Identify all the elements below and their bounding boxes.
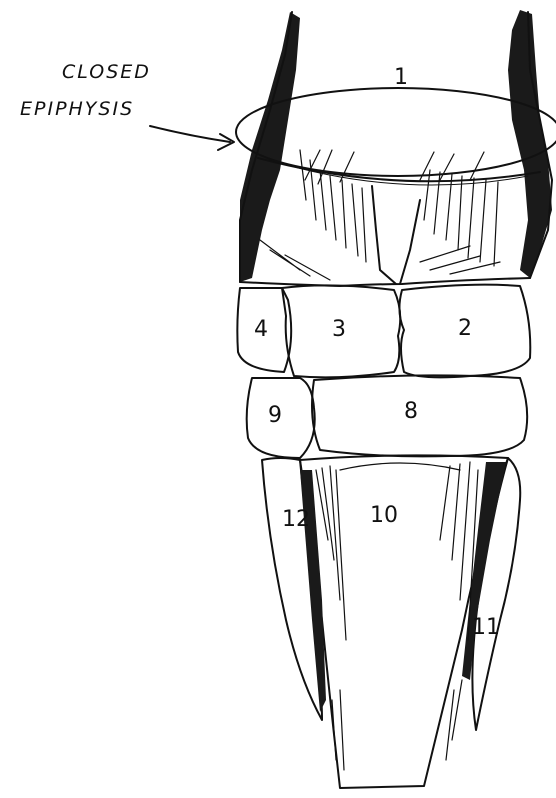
label-bone-11: 11 xyxy=(472,615,500,640)
carpal-bone-8 xyxy=(312,375,527,456)
distal-carpal-row xyxy=(247,375,528,458)
label-bone-10: 10 xyxy=(370,503,398,528)
annotation-arrow-shaft xyxy=(150,126,230,142)
label-bone-8: 8 xyxy=(404,399,418,424)
label-bone-9: 9 xyxy=(268,403,282,428)
label-bone-4: 4 xyxy=(254,317,268,342)
annotation-line1: CLOSED xyxy=(62,61,151,83)
epiphyseal-line xyxy=(258,158,540,181)
radius-shaft xyxy=(236,10,556,286)
radius-groove-right xyxy=(400,200,420,284)
label-bone-12: 12 xyxy=(282,507,310,532)
proximal-carpal-row xyxy=(237,285,530,378)
label-bone-2: 2 xyxy=(458,316,472,341)
radius-groove xyxy=(372,186,396,284)
label-bone-3: 3 xyxy=(332,317,346,342)
label-bone-1: 1 xyxy=(394,65,408,90)
radius-left-shading xyxy=(240,12,300,282)
epiphysis-annotation: CLOSED EPIPHYSIS xyxy=(20,61,234,150)
annotation-line2: EPIPHYSIS xyxy=(20,98,134,120)
